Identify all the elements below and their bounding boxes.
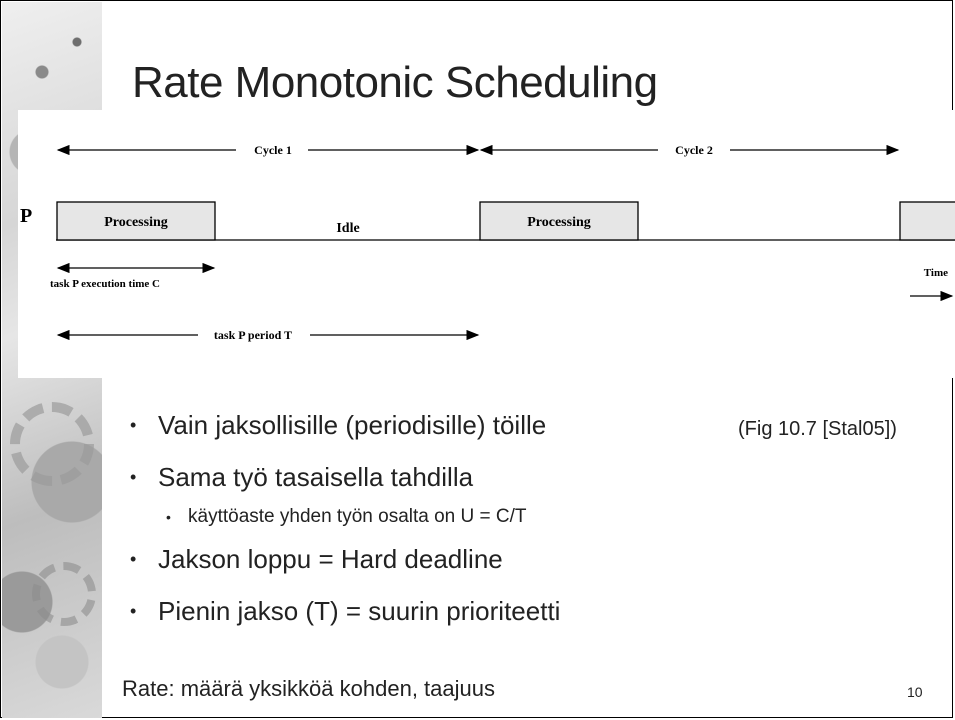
processing-block-3 [899,201,955,241]
idle-label: Idle [336,221,359,236]
bullet-item: Sama työ tasaisella tahdilla [130,457,560,509]
period-arrow: task P period T [56,328,480,342]
cycle-1-arrow: Cycle 1 [56,143,480,157]
figure-reference: (Fig 10.7 [Stal05]) [738,418,897,440]
footnote: Rate: määrä yksikköä kohden, taajuus [122,676,495,701]
gear-icon [32,562,96,626]
task-label: P [20,205,32,227]
gear-icon [10,402,94,486]
timing-diagram: Cycle 1 Cycle 2 P Processing Idle Proces… [18,110,955,378]
cycle-1-label: Cycle 1 [254,143,292,157]
page-number: 10 [907,684,923,700]
cycle-2-arrow: Cycle 2 [479,143,900,157]
period-label: task P period T [214,328,292,342]
bullet-item: Vain jaksollisille (periodisille) töille [130,405,560,457]
bullet-item: Pienin jakso (T) = suurin prioriteetti [130,591,560,643]
processing-label-2: Processing [527,215,591,230]
execution-time-label: task P execution time C [50,278,160,290]
sub-bullet-item: käyttöaste yhden työn osalta on U = C/T [130,503,560,539]
processing-label-1: Processing [104,215,168,230]
bullet-list: Vain jaksollisille (periodisille) töille… [130,405,560,643]
processing-block-2 [479,201,639,241]
time-label: Time [924,267,948,279]
slide-title: Rate Monotonic Scheduling [132,58,658,107]
processing-block-1 [56,201,216,241]
cycle-2-label: Cycle 2 [675,143,713,157]
bullet-item: Jakson loppu = Hard deadline [130,539,560,591]
